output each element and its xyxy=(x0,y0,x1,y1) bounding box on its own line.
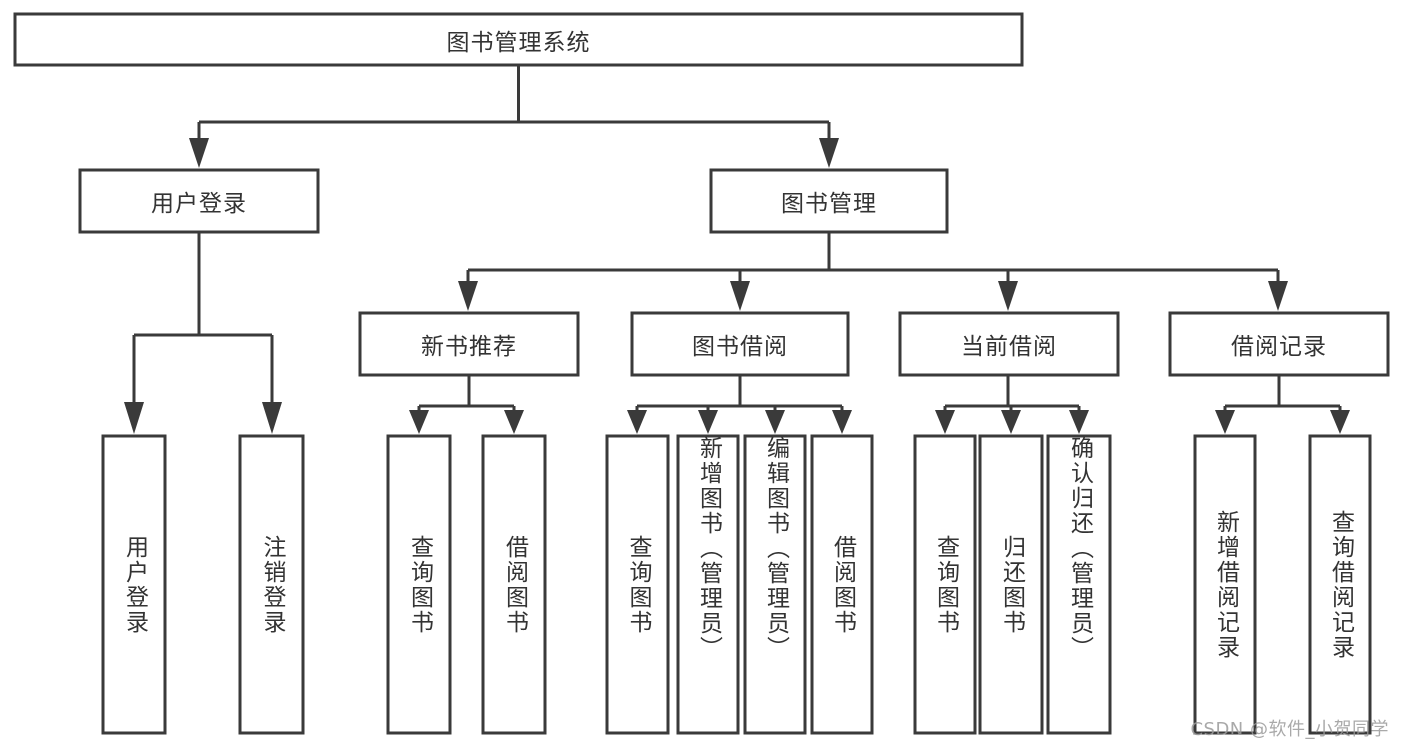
arrow-head-leaf-add-book xyxy=(698,410,718,434)
leaf-box-return-book[interactable] xyxy=(978,434,1044,735)
leaf-box-edit-book[interactable] xyxy=(743,434,807,735)
arrow-head-book-borrow xyxy=(730,281,750,311)
arrow-head-leaf-add-record xyxy=(1215,410,1235,434)
leaf-box-add-record[interactable] xyxy=(1193,434,1257,735)
watermark-text: CSDN @软件_小贺同学 xyxy=(1190,719,1389,740)
arrow-head-leaf-edit-book xyxy=(765,410,785,434)
node-box-new-book-rec[interactable] xyxy=(358,311,580,377)
leaf-box-borrow-book-1[interactable] xyxy=(481,434,547,735)
arrow-head-leaf-query-book-2 xyxy=(627,410,647,434)
leaf-box-logout-login[interactable] xyxy=(238,434,305,735)
arrow-head-leaf-user-login xyxy=(124,402,144,434)
arrow-head-leaf-borrow-book-1 xyxy=(504,410,524,434)
node-box-book-borrow[interactable] xyxy=(630,311,850,377)
arrow-head-leaf-query-book-1 xyxy=(409,410,429,434)
leaf-box-user-login[interactable] xyxy=(101,434,167,735)
leaf-box-query-book-1[interactable] xyxy=(386,434,452,735)
arrow-head-leaf-return-book xyxy=(1001,410,1021,434)
connectors-layer xyxy=(124,65,1350,434)
arrow-head-book-mgmt xyxy=(819,138,839,168)
arrow-head-leaf-confirm-return xyxy=(1069,410,1089,434)
arrow-head-borrow-record xyxy=(1268,281,1288,311)
leaf-box-query-book-3[interactable] xyxy=(913,434,977,735)
node-box-user-login[interactable] xyxy=(78,168,320,234)
arrow-head-current-borrow xyxy=(998,281,1018,311)
leaf-box-borrow-book-2[interactable] xyxy=(810,434,874,735)
arrow-head-leaf-query-record xyxy=(1330,410,1350,434)
node-box-borrow-record[interactable] xyxy=(1168,311,1390,377)
arrow-head-leaf-borrow-book-2 xyxy=(832,410,852,434)
leaf-box-confirm-return[interactable] xyxy=(1046,434,1112,735)
node-box-root[interactable] xyxy=(13,12,1024,67)
boxes-layer xyxy=(13,12,1390,735)
leaf-box-query-record[interactable] xyxy=(1308,434,1372,735)
node-box-book-mgmt[interactable] xyxy=(709,168,949,234)
leaf-box-add-book[interactable] xyxy=(676,434,740,735)
arrow-head-leaf-logout-login xyxy=(262,402,282,434)
arrow-head-leaf-query-book-3 xyxy=(935,410,955,434)
arrow-head-user-login xyxy=(189,138,209,168)
node-box-current-borrow[interactable] xyxy=(898,311,1120,377)
arrow-head-new-book-rec xyxy=(458,281,478,311)
leaf-box-query-book-2[interactable] xyxy=(605,434,670,735)
